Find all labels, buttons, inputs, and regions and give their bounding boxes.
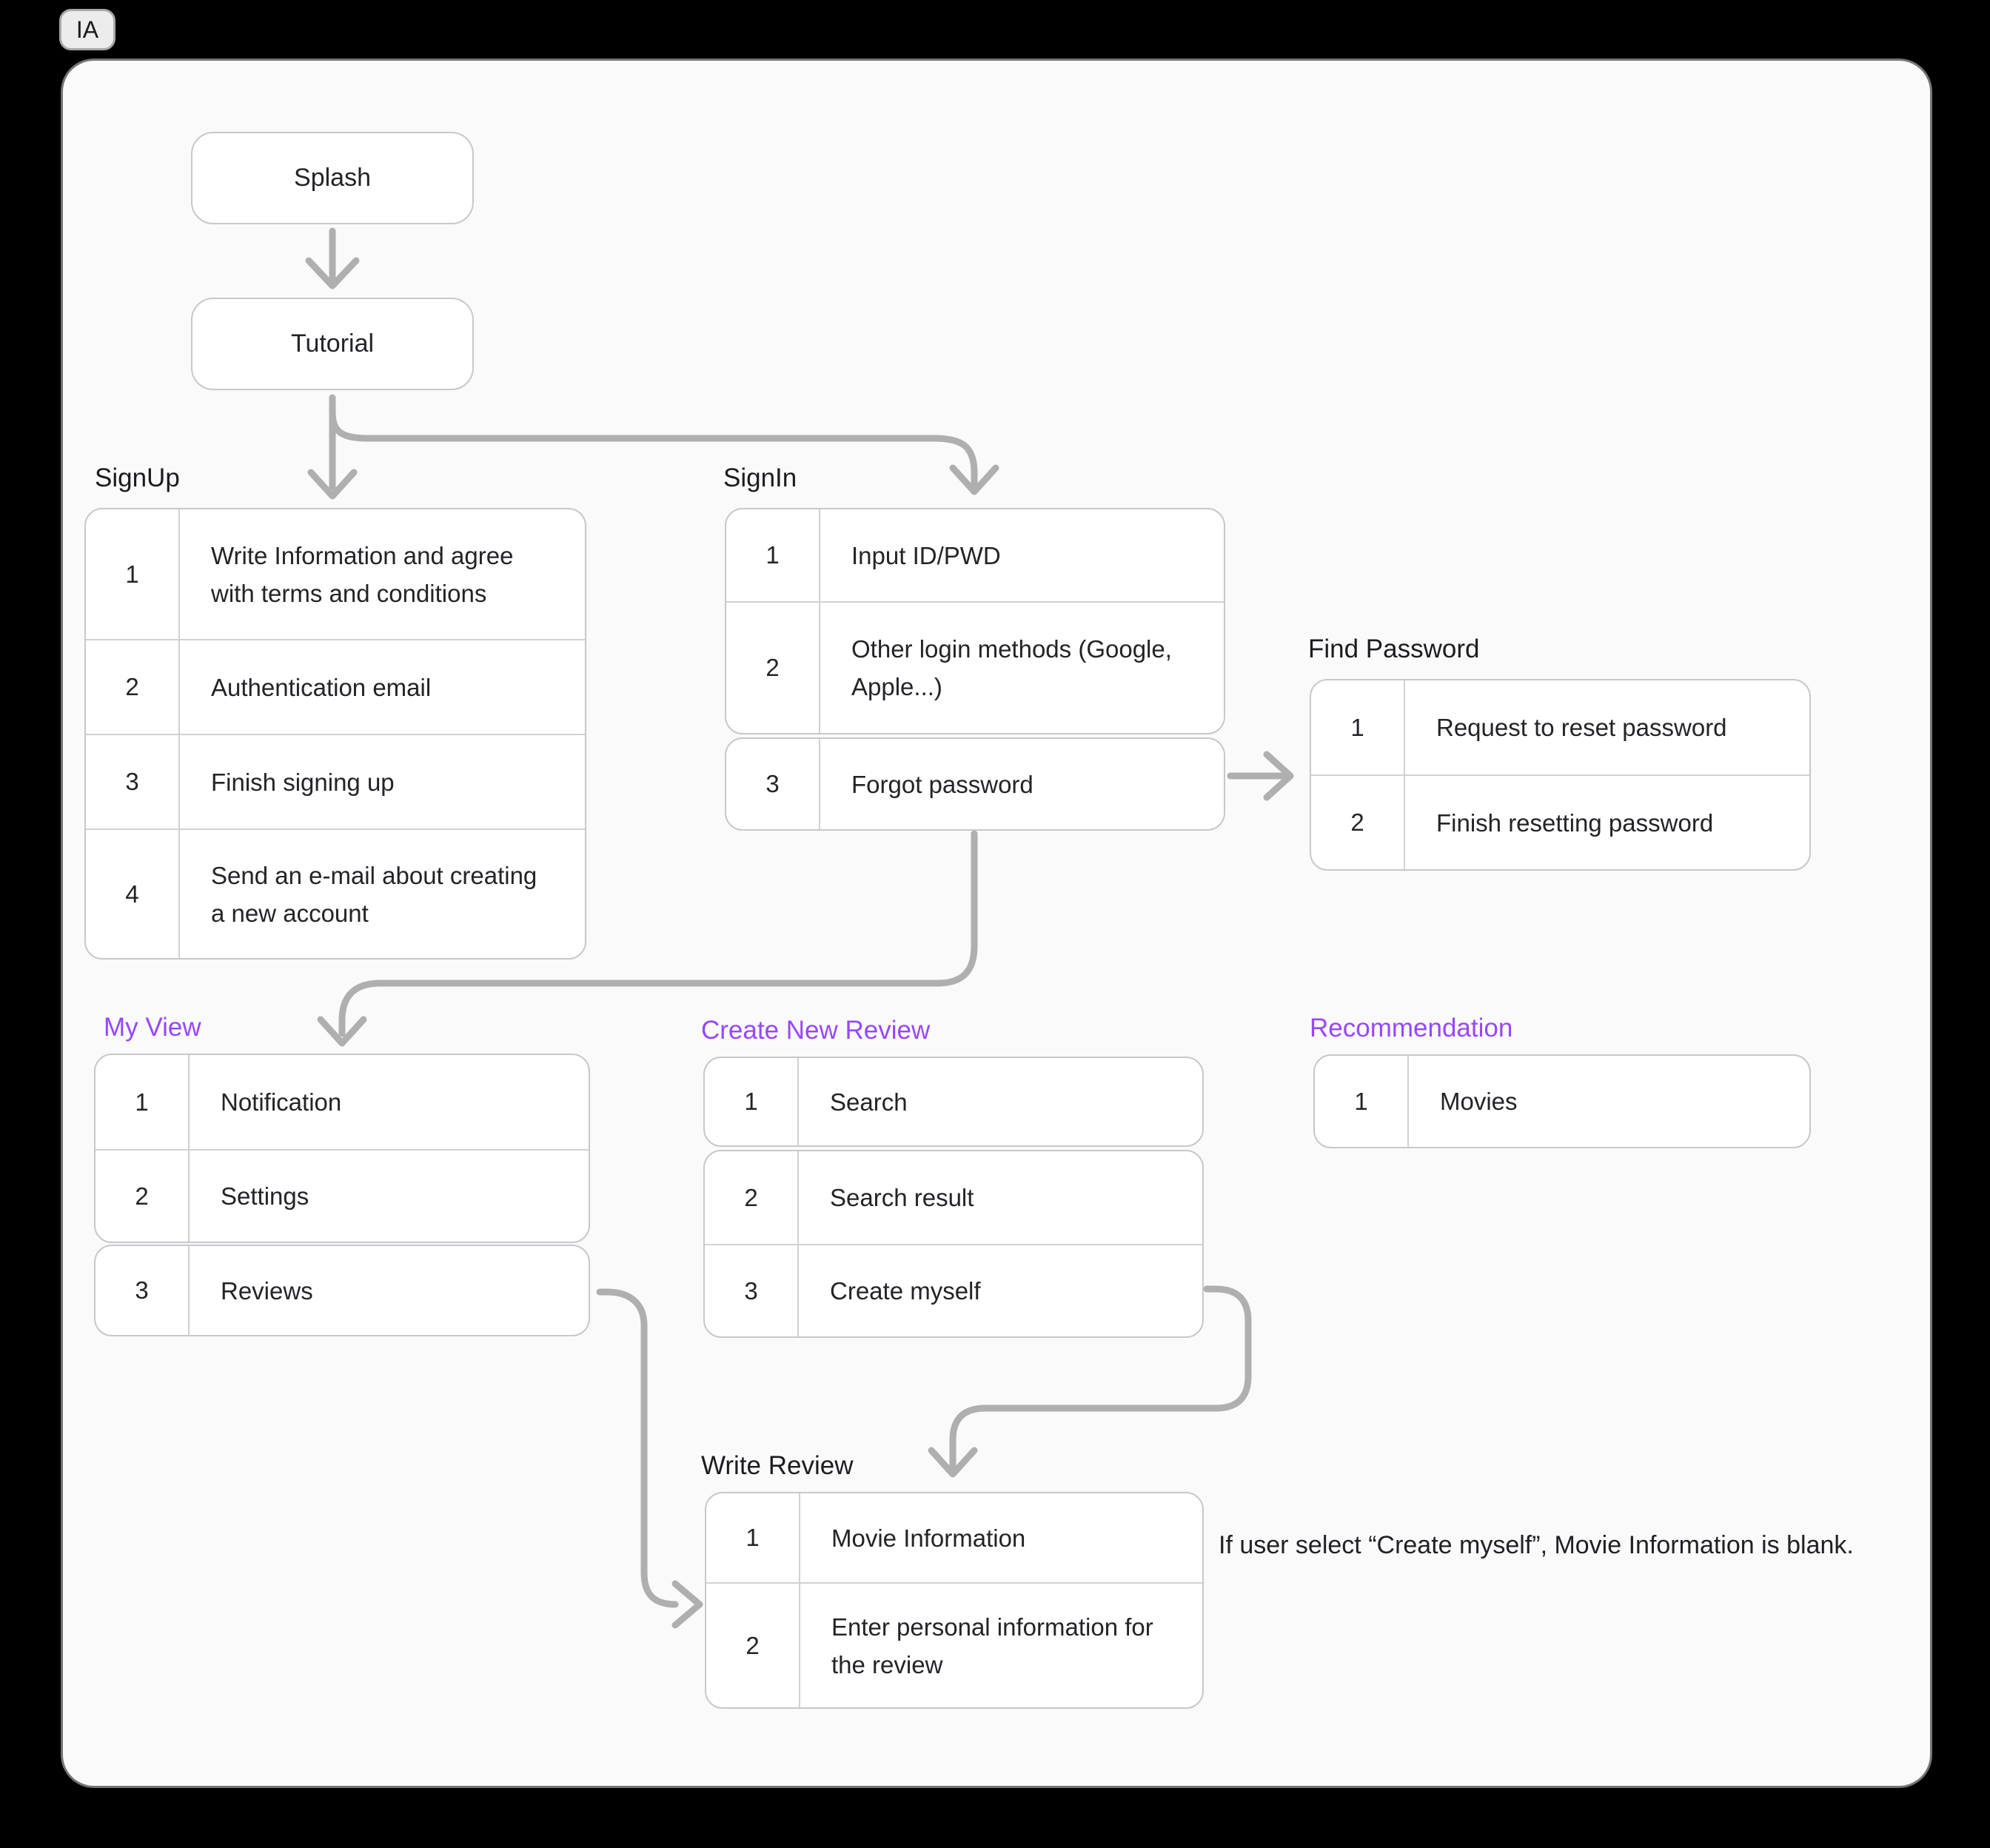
table-row: 1 Movie Information	[706, 1493, 1202, 1582]
table-row: 3 Reviews	[96, 1246, 589, 1335]
row-text: Other login methods (Google, Apple...)	[851, 635, 1172, 700]
signup-table[interactable]: 1 Write Information and agree with terms…	[84, 508, 586, 960]
row-text: Finish resetting password	[1436, 808, 1714, 837]
row-number: 1	[1311, 680, 1405, 774]
row-text: Movie Information	[831, 1524, 1026, 1552]
row-number: 2	[705, 1151, 799, 1244]
table-row: 2 Other login methods (Google, Apple...)	[726, 601, 1224, 733]
section-title-signup: SignUp	[95, 463, 180, 492]
write-review-table[interactable]: 1 Movie Information 2 Enter personal inf…	[705, 1492, 1204, 1709]
row-number: 3	[96, 1246, 190, 1335]
recommendation-table[interactable]: 1 Movies	[1313, 1054, 1811, 1148]
table-row: 1 Notification	[96, 1055, 589, 1149]
table-row: 2 Authentication email	[86, 639, 585, 734]
row-text: Enter personal information for the revie…	[831, 1613, 1153, 1678]
section-title-signin: SignIn	[723, 463, 797, 492]
row-text: Create myself	[830, 1277, 981, 1305]
table-row: 1 Input ID/PWD	[726, 509, 1224, 601]
create-new-review-table[interactable]: 2 Search result 3 Create myself	[703, 1150, 1204, 1338]
row-text: Notification	[221, 1088, 342, 1116]
signin-table-forgot-password-row[interactable]: 3 Forgot password	[725, 737, 1225, 831]
ia-tab[interactable]: IA	[59, 9, 115, 50]
table-row: 2 Enter personal information for the rev…	[706, 1582, 1202, 1707]
table-row: 4 Send an e-mail about creating a new ac…	[86, 828, 585, 958]
row-number: 3	[726, 739, 820, 829]
row-number: 1	[1315, 1056, 1409, 1147]
table-row: 2 Search result	[705, 1151, 1202, 1244]
flow-box-splash-label: Splash	[294, 164, 371, 192]
flow-box-splash[interactable]: Splash	[191, 132, 474, 224]
row-text: Reviews	[221, 1276, 313, 1305]
row-number: 3	[86, 735, 180, 828]
row-number: 1	[726, 509, 820, 601]
row-number: 2	[726, 603, 820, 733]
row-text: Movies	[1440, 1088, 1518, 1115]
row-text: Write Information and agree with terms a…	[211, 541, 514, 607]
row-text: Request to reset password	[1436, 714, 1727, 741]
flow-box-tutorial-label: Tutorial	[290, 329, 375, 358]
section-title-recommendation: Recommendation	[1310, 1014, 1513, 1042]
row-text: Authentication email	[211, 673, 432, 701]
table-row: 1 Search	[705, 1058, 1202, 1145]
find-password-table[interactable]: 1 Request to reset password 2 Finish res…	[1310, 679, 1811, 871]
ia-tab-label: IA	[76, 16, 99, 43]
row-text: Forgot password	[851, 770, 1033, 798]
table-row: 2 Finish resetting password	[1311, 774, 1809, 869]
row-number: 1	[86, 509, 180, 639]
row-number: 4	[86, 830, 180, 958]
table-row: 2 Settings	[96, 1149, 589, 1242]
row-text: Settings	[221, 1182, 309, 1210]
table-row: 3 Create myself	[705, 1244, 1202, 1336]
annotation-note: If user select “Create myself”, Movie In…	[1219, 1531, 1854, 1559]
table-row: 1 Request to reset password	[1311, 680, 1809, 774]
section-title-write-review: Write Review	[701, 1451, 854, 1480]
row-text: Search result	[830, 1184, 974, 1211]
table-row: 3 Finish signing up	[86, 734, 585, 828]
row-number: 1	[705, 1058, 799, 1145]
table-row: 3 Forgot password	[726, 739, 1224, 829]
section-title-create-new-review: Create New Review	[701, 1016, 931, 1045]
row-number: 2	[706, 1584, 800, 1707]
signin-table[interactable]: 1 Input ID/PWD 2 Other login methods (Go…	[725, 508, 1225, 734]
row-text: Search	[830, 1088, 908, 1116]
row-number: 2	[96, 1151, 190, 1242]
row-number: 2	[1311, 776, 1405, 869]
flow-box-tutorial[interactable]: Tutorial	[191, 298, 474, 390]
row-number: 1	[706, 1493, 800, 1582]
row-number: 2	[86, 640, 180, 734]
table-row: 1 Movies	[1315, 1056, 1809, 1147]
table-row: 1 Write Information and agree with terms…	[86, 509, 585, 639]
my-view-table-reviews-row[interactable]: 3 Reviews	[94, 1245, 590, 1336]
section-title-find-password: Find Password	[1308, 635, 1480, 663]
row-text: Input ID/PWD	[851, 541, 1001, 569]
row-number: 3	[705, 1245, 799, 1336]
row-number: 1	[96, 1055, 190, 1149]
row-text: Send an e-mail about creating a new acco…	[211, 861, 537, 927]
my-view-table[interactable]: 1 Notification 2 Settings	[94, 1054, 590, 1243]
section-title-my-view: My View	[104, 1013, 201, 1042]
row-text: Finish signing up	[211, 768, 395, 796]
create-new-review-table-search-row[interactable]: 1 Search	[703, 1057, 1204, 1147]
